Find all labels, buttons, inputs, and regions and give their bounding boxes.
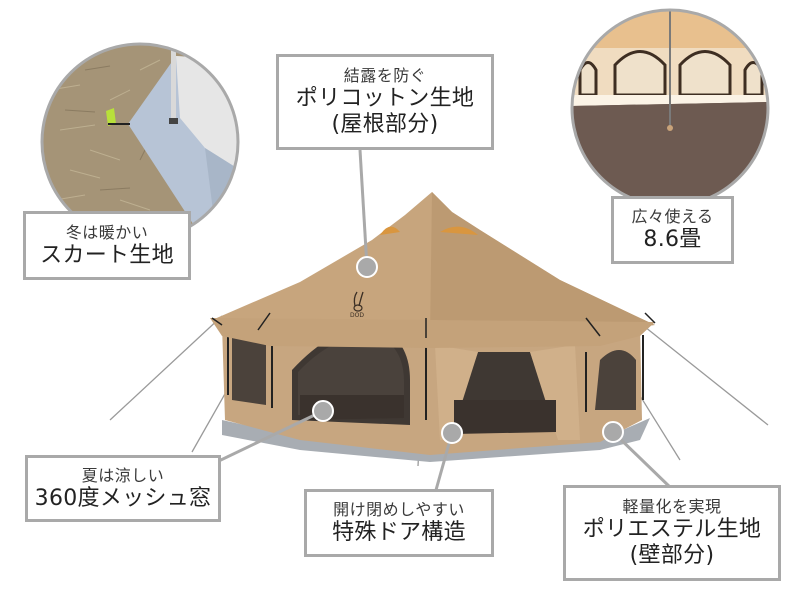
wall-pointer-dot — [602, 421, 624, 443]
pointer-dots — [312, 256, 624, 444]
dod-logo-text: DOD — [350, 312, 364, 319]
wall-label-line2: ポリエステル生地 — [582, 517, 762, 542]
skirt-label-line1: 冬は暖かい — [65, 222, 149, 242]
space-label-line2: 8.6畳 — [643, 227, 702, 252]
wall-label-line1: 軽量化を実現 — [622, 497, 722, 516]
wall-fabric-label: 軽量化を実現 ポリエステル生地 (壁部分) — [563, 485, 781, 581]
roof-label-line1: 結露を防ぐ — [343, 66, 427, 85]
ground-sheet — [222, 418, 650, 462]
roof-label-line3: (屋根部分) — [331, 112, 439, 137]
skirt-fabric-label: 冬は暖かい スカート生地 — [23, 211, 191, 280]
door-structure-label: 開け閉めしやすい 特殊ドア構造 — [304, 489, 494, 557]
door-label-line1: 開け閉めしやすい — [333, 500, 465, 519]
space-label-line1: 広々使える — [631, 207, 714, 226]
dod-logo — [353, 291, 364, 312]
skirt-label-line2: スカート生地 — [40, 242, 174, 268]
roof-label-line2: ポリコットン生地 — [295, 86, 475, 111]
door-pointer-dot — [441, 422, 463, 444]
tent-roof — [210, 192, 656, 348]
mesh-label-line2: 360度メッシュ窓 — [34, 485, 212, 511]
roof-fabric-label: 結露を防ぐ ポリコットン生地 (屋根部分) — [276, 54, 494, 150]
door-label-line2: 特殊ドア構造 — [332, 520, 466, 545]
wall-label-line3: (壁部分) — [629, 543, 715, 568]
mesh-pointer-dot — [312, 400, 334, 422]
mesh-window-label: 夏は涼しい 360度メッシュ窓 — [25, 455, 221, 522]
skirt-closeup-inset — [42, 44, 238, 240]
mesh-label-line1: 夏は涼しい — [81, 465, 165, 485]
floor-space-label: 広々使える 8.6畳 — [611, 196, 734, 264]
roof-pointer-dot — [356, 256, 378, 278]
